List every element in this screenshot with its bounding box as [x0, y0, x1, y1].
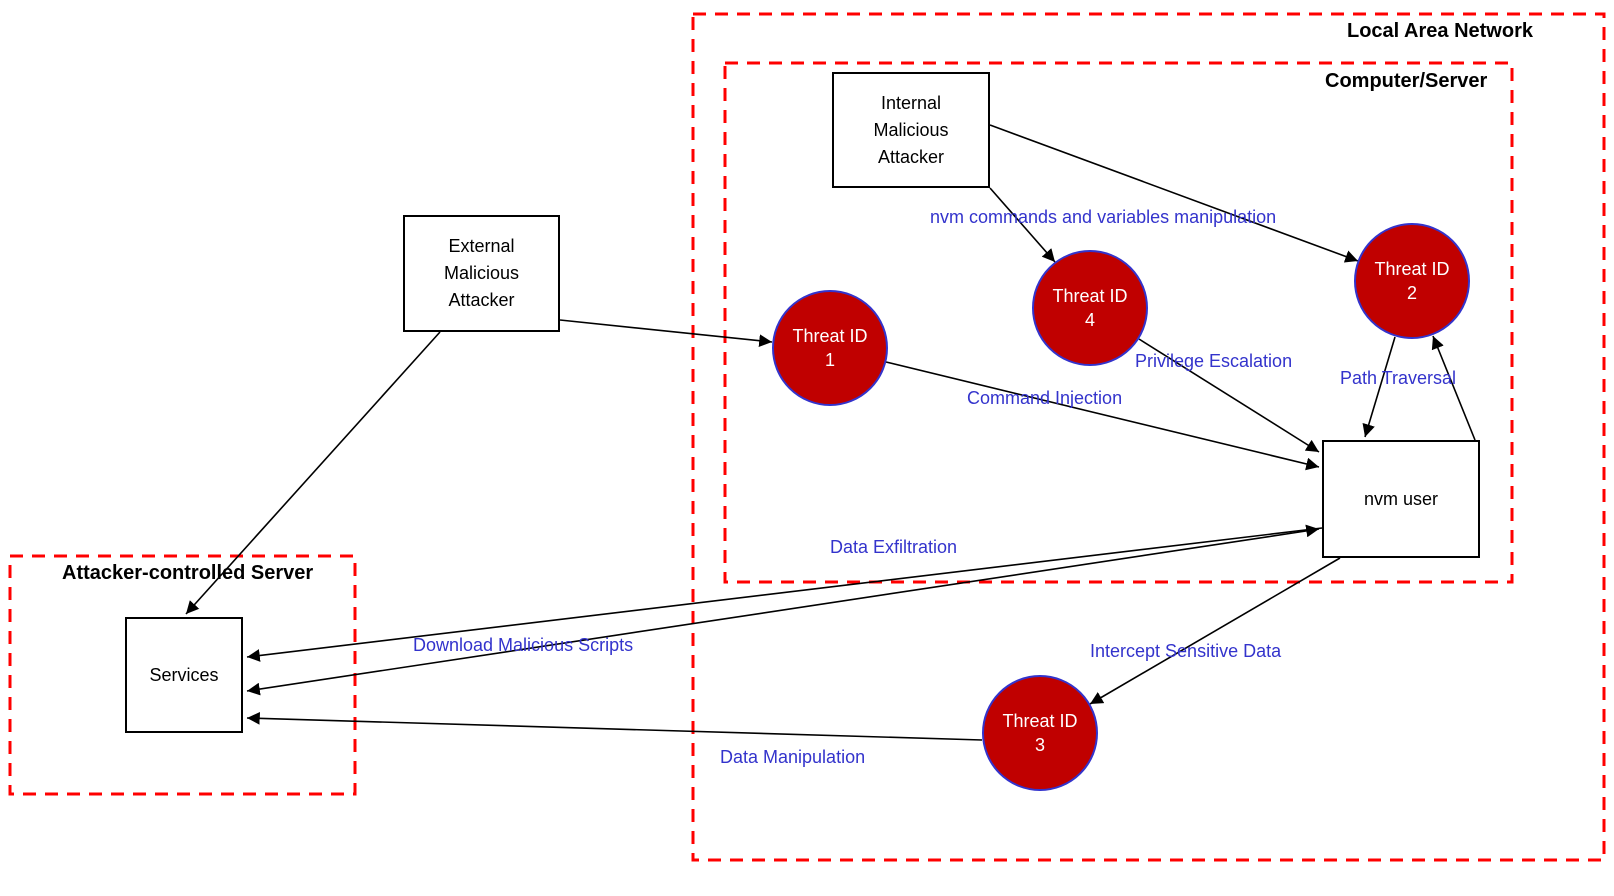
threat-label-3: Threat ID 3 — [1002, 710, 1078, 755]
threat-node-2: Threat ID 2 — [1354, 223, 1470, 339]
node-label-services: Services — [149, 664, 219, 685]
edge-label-download-malicious-scripts: Download Malicious Scripts — [413, 635, 634, 655]
boundary-local-area-network — [691, 12, 1606, 862]
boundary-title-computer-server: Computer/Server — [1325, 70, 1488, 92]
arrow-data-exfiltration — [246, 527, 1323, 662]
node-label-internal-malicious-attacker: Internal Malicious Attacker — [873, 92, 949, 167]
arrow-command-injection — [885, 361, 1320, 471]
arrow-data-manipulation — [246, 711, 983, 741]
edge-label-data-manipulation: Data Manipulation — [720, 747, 866, 767]
arrow-external-attacker-to-threat1 — [559, 319, 773, 348]
node-internal-malicious-attacker: Internal Malicious Attacker — [832, 72, 990, 188]
arrow-internal-attacker-to-threat4 — [989, 187, 1056, 263]
threat-node-3: Threat ID 3 — [982, 675, 1098, 791]
arrow-path-traversal-up — [1431, 335, 1476, 441]
node-label-nvm-user: nvm user — [1363, 488, 1439, 509]
arrow-external-attacker-to-services — [185, 331, 441, 615]
edge-label-data-exfiltration: Data Exfiltration — [830, 537, 958, 557]
edge-label-nvm-commands-manipulation: nvm commands and variables manipulation — [930, 207, 1277, 227]
arrow-path-traversal-down — [1362, 336, 1396, 438]
threat-label-1: Threat ID 1 — [792, 325, 868, 370]
arrow-download-malicious-scripts — [246, 524, 1320, 696]
node-nvm-user: nvm user — [1322, 440, 1480, 558]
node-external-malicious-attacker: External Malicious Attacker — [403, 215, 560, 332]
threat-label-2: Threat ID 2 — [1374, 258, 1450, 303]
threat-label-4: Threat ID 4 — [1052, 285, 1128, 330]
edge-label-privilege-escalation: Privilege Escalation — [1135, 351, 1293, 371]
boundary-title-local-area-network: Local Area Network — [1347, 20, 1533, 42]
arrow-internal-attacker-to-threat2 — [989, 124, 1359, 263]
edge-label-path-traversal: Path Traversal — [1340, 368, 1457, 388]
boundary-title-attacker-controlled-server: Attacker-controlled Server — [62, 562, 314, 584]
arrow-intercept-sensitive-data — [1089, 557, 1341, 705]
node-services: Services — [125, 617, 243, 733]
edge-label-intercept-sensitive-data: Intercept Sensitive Data — [1090, 641, 1282, 661]
arrow-privilege-escalation — [1138, 338, 1320, 453]
threat-node-1: Threat ID 1 — [772, 290, 888, 406]
node-label-external-malicious-attacker: External Malicious Attacker — [443, 236, 520, 310]
threat-node-4: Threat ID 4 — [1032, 250, 1148, 366]
edge-label-command-injection: Command Injection — [967, 388, 1123, 408]
